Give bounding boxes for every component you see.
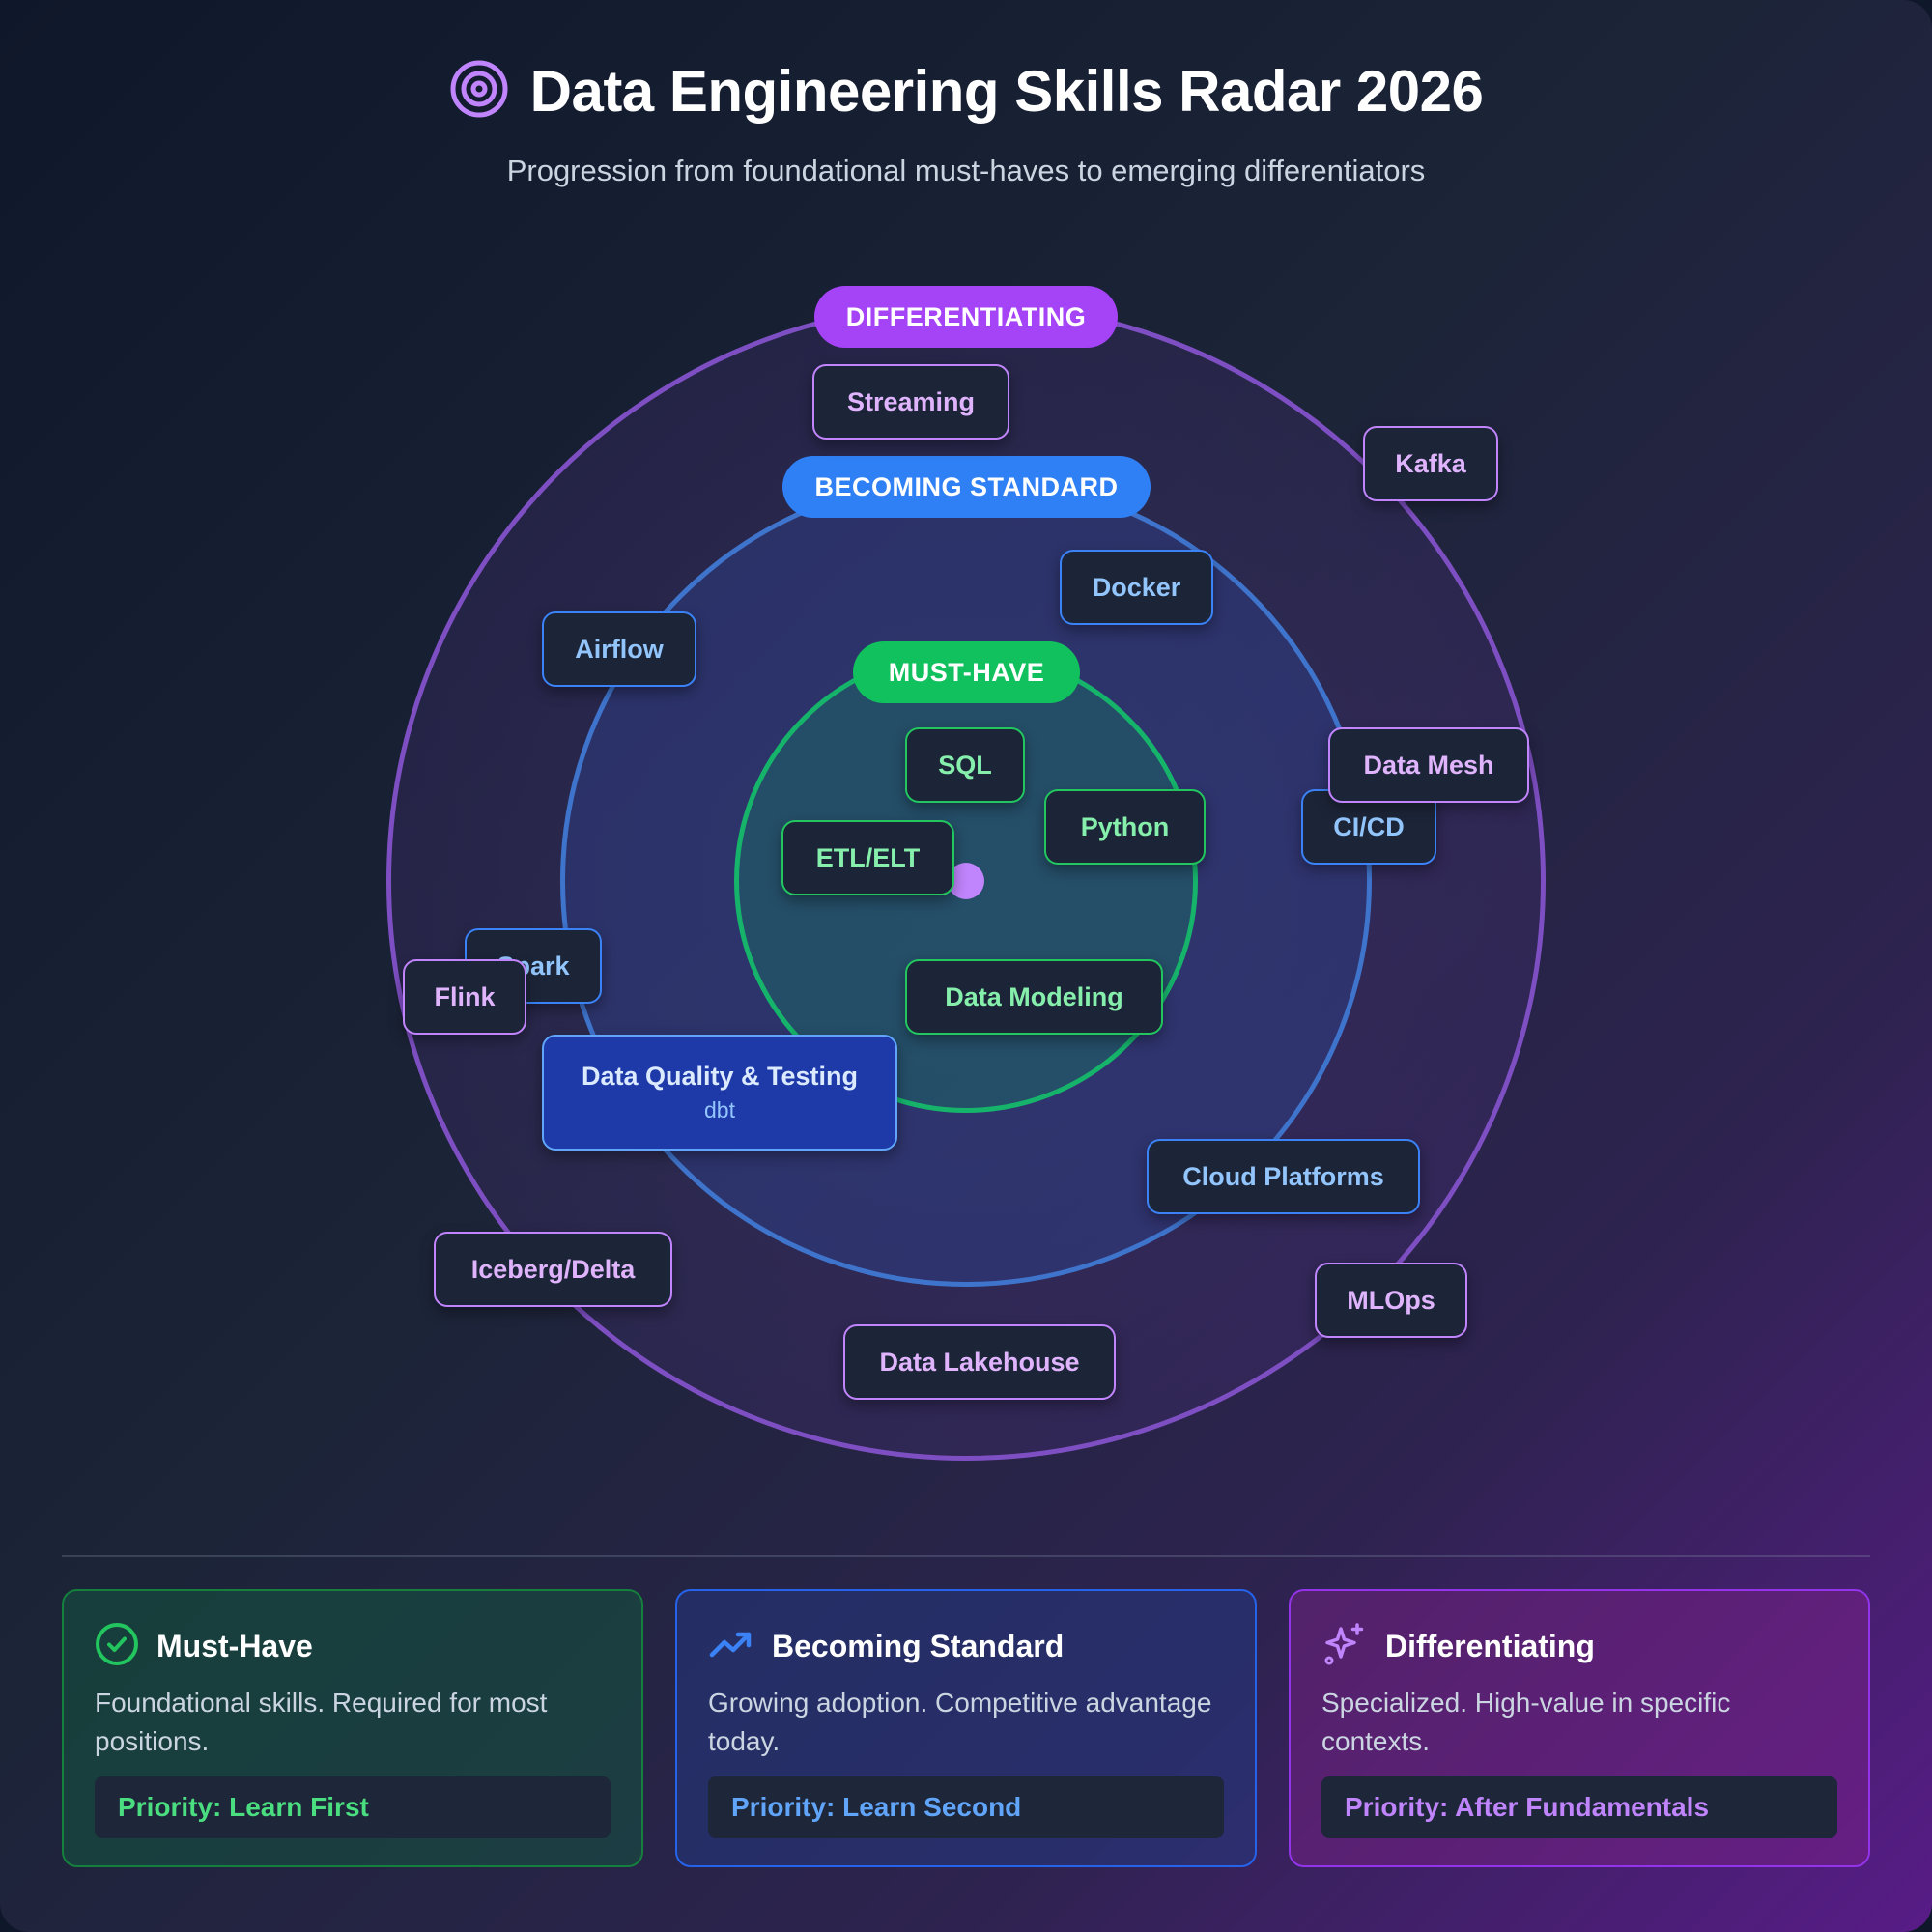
trending-up-icon (708, 1622, 754, 1671)
card-priority: Priority: After Fundamentals (1321, 1776, 1837, 1838)
page-title: Data Engineering Skills Radar 2026 (529, 59, 1484, 124)
legend-card-becoming-standard: Becoming Standard Growing adoption. Comp… (675, 1589, 1257, 1867)
skill-kafka[interactable]: Kafka (1363, 426, 1498, 501)
sparkles-icon (1321, 1621, 1368, 1672)
header: Data Engineering Skills Radar 2026 Progr… (0, 58, 1932, 188)
skill-sql[interactable]: SQL (905, 727, 1025, 803)
skill-data-quality-sub: dbt (704, 1097, 735, 1122)
skill-cloud-platforms[interactable]: Cloud Platforms (1147, 1139, 1420, 1214)
skill-data-mesh[interactable]: Data Mesh (1328, 727, 1529, 803)
ring-label-becoming-standard: BECOMING STANDARD (782, 456, 1151, 518)
skill-docker[interactable]: Docker (1060, 550, 1213, 625)
card-title: Differentiating (1385, 1628, 1595, 1663)
skill-python[interactable]: Python (1044, 789, 1206, 865)
card-header: Must-Have (95, 1622, 611, 1670)
skill-data-quality-label: Data Quality & Testing (581, 1062, 859, 1091)
card-description: Foundational skills. Required for most p… (95, 1688, 548, 1756)
card-title: Becoming Standard (772, 1628, 1065, 1663)
divider (62, 1555, 1870, 1557)
title-row: Data Engineering Skills Radar 2026 (0, 58, 1932, 125)
card-description: Growing adoption. Competitive advantage … (708, 1688, 1212, 1756)
card-description: Specialized. High-value in specific cont… (1321, 1688, 1731, 1756)
ring-label-must-have: MUST-HAVE (853, 641, 1080, 703)
ring-label-differentiating: DIFFERENTIATING (814, 286, 1118, 348)
skill-mlops[interactable]: MLOps (1315, 1263, 1467, 1338)
skill-data-modeling[interactable]: Data Modeling (905, 959, 1163, 1035)
skill-etl-elt[interactable]: ETL/ELT (781, 820, 954, 895)
card-priority: Priority: Learn First (95, 1776, 611, 1838)
card-title: Must-Have (156, 1628, 313, 1663)
legend-card-must-have: Must-Have Foundational skills. Required … (62, 1589, 643, 1867)
skill-data-lakehouse[interactable]: Data Lakehouse (843, 1324, 1116, 1400)
skill-iceberg-delta[interactable]: Iceberg/Delta (434, 1232, 672, 1307)
skill-airflow[interactable]: Airflow (542, 611, 696, 687)
skill-streaming[interactable]: Streaming (812, 364, 1009, 440)
card-priority: Priority: Learn Second (708, 1776, 1224, 1838)
check-circle-icon (95, 1622, 139, 1671)
legend-card-differentiating: Differentiating Specialized. High-value … (1289, 1589, 1870, 1867)
target-icon (449, 59, 509, 124)
skill-flink[interactable]: Flink (403, 959, 526, 1035)
card-header: Differentiating (1321, 1622, 1837, 1670)
page-subtitle: Progression from foundational must-haves… (506, 154, 1426, 187)
skill-data-quality-testing[interactable]: Data Quality & Testing dbt (542, 1035, 897, 1151)
card-header: Becoming Standard (708, 1622, 1224, 1670)
